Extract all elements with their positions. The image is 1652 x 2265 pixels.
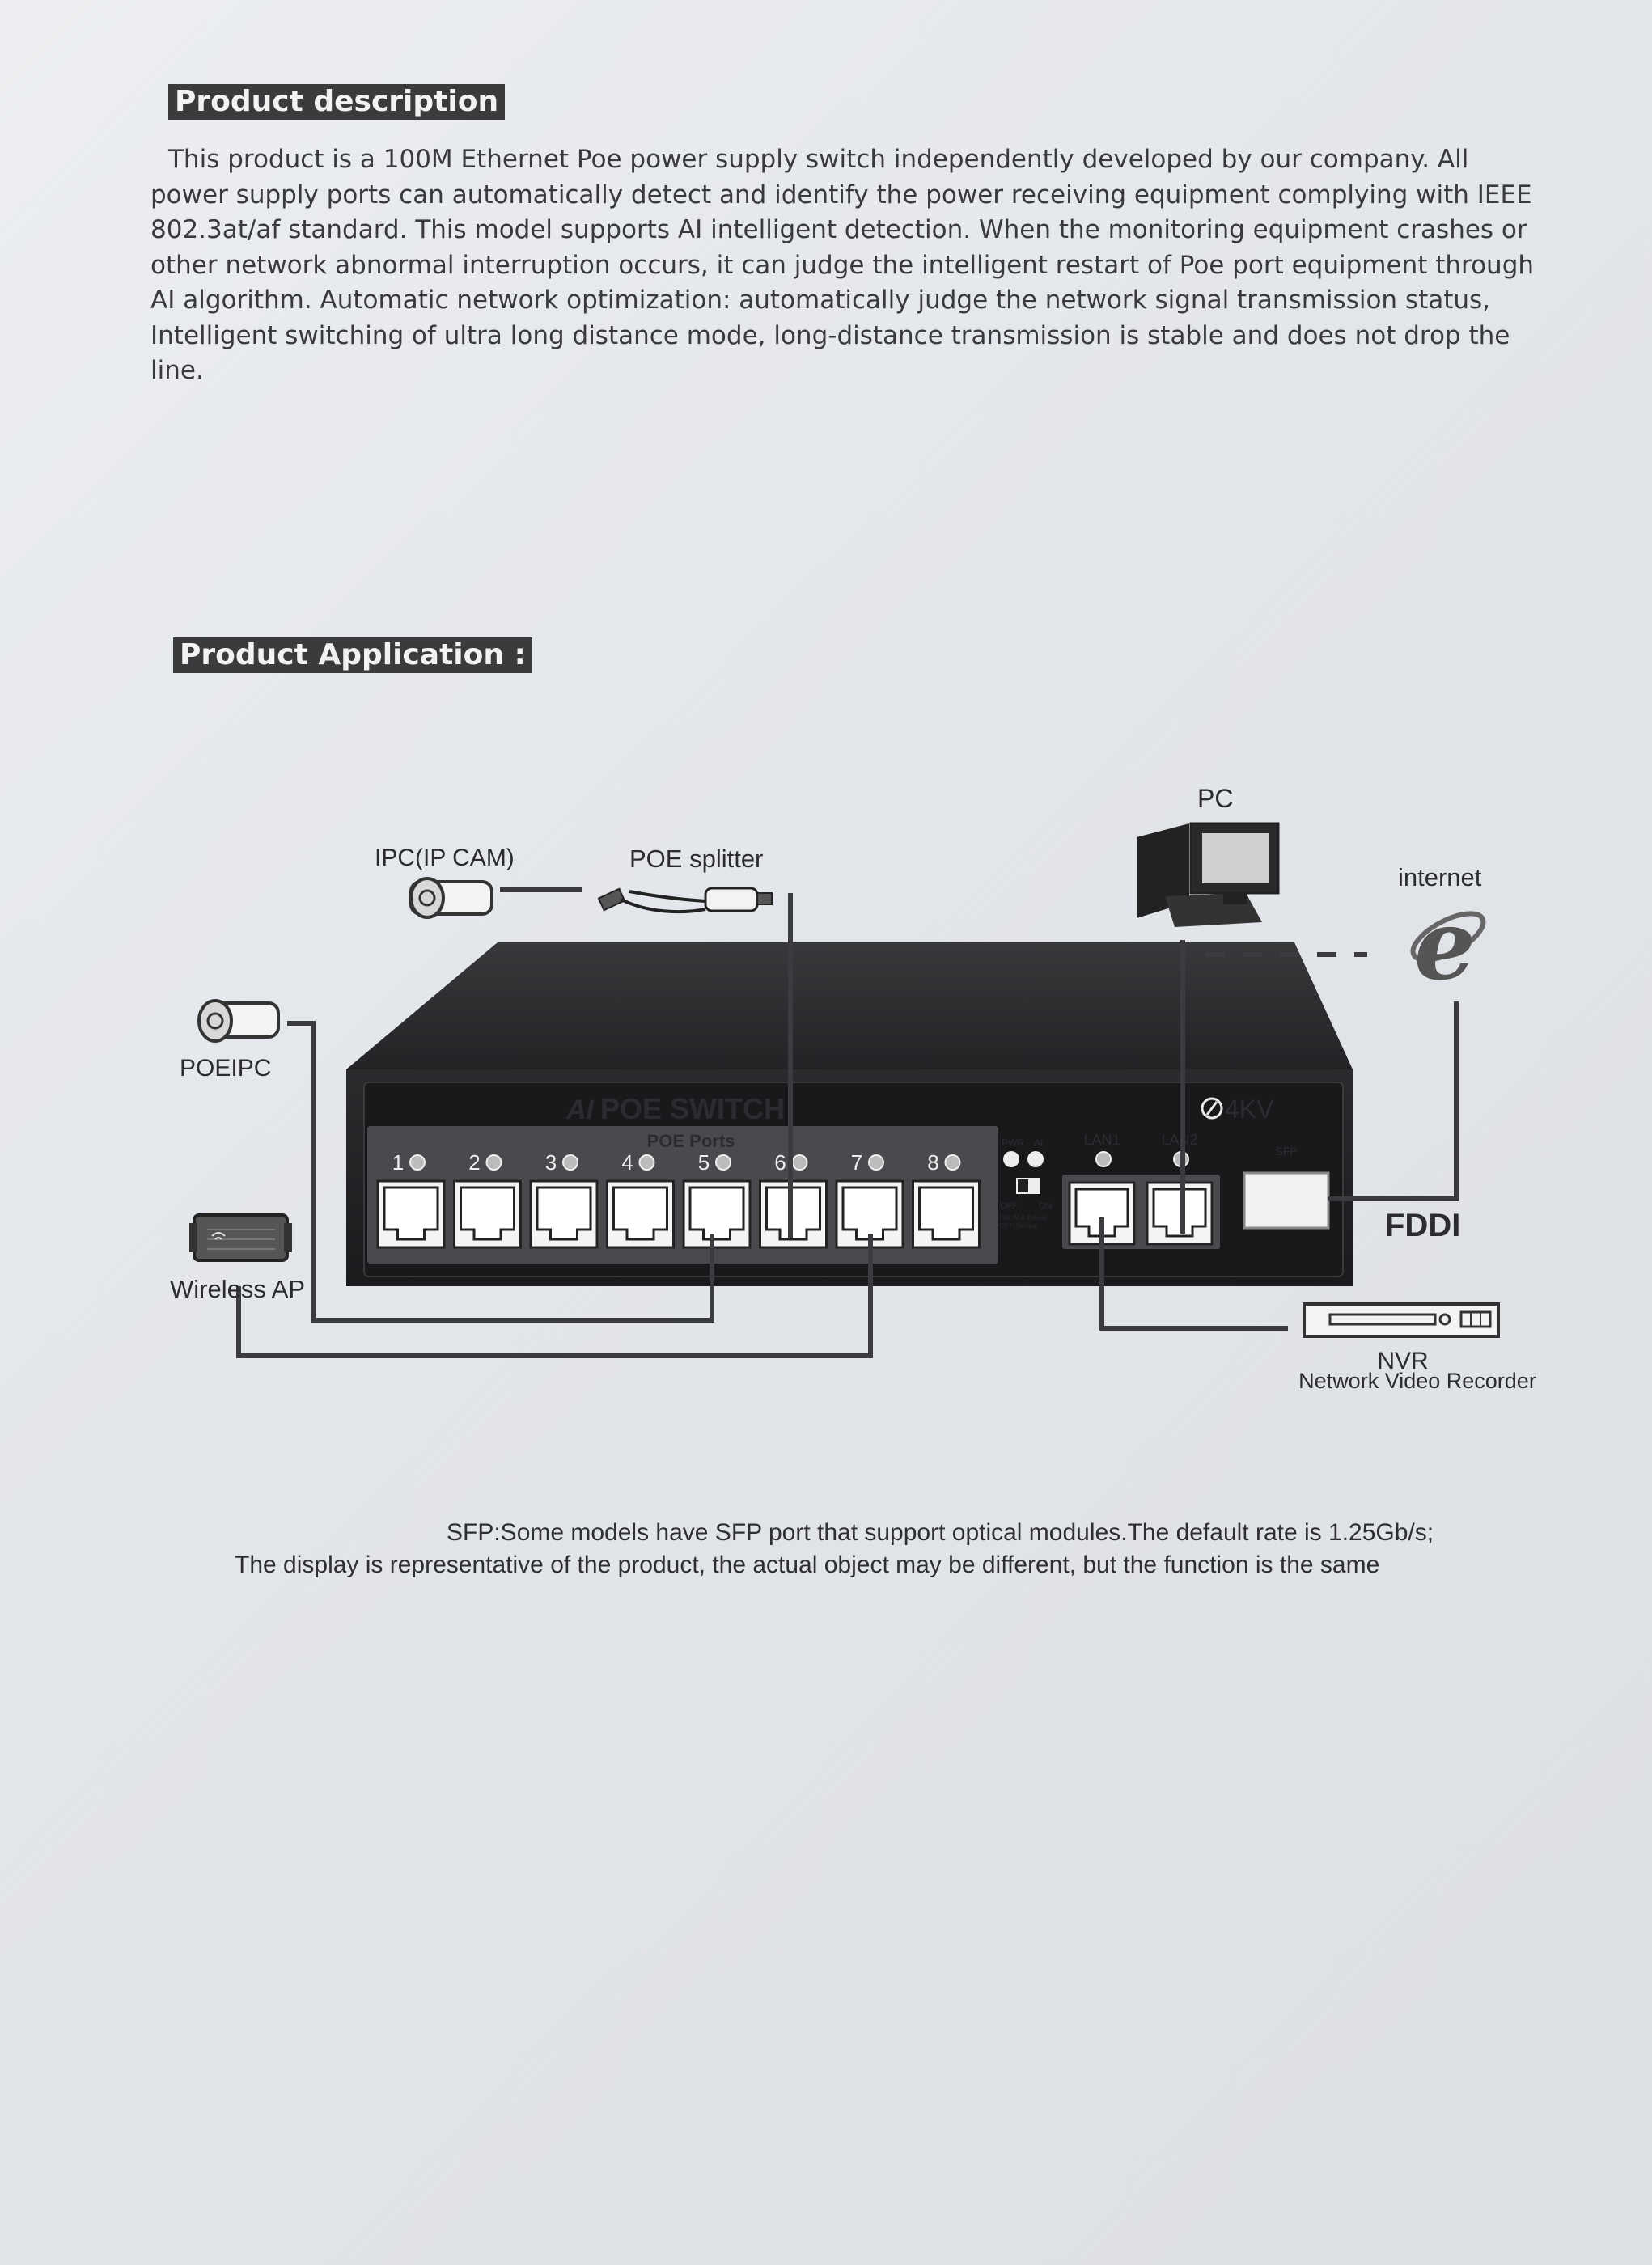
- poe-port-5: [682, 1179, 752, 1249]
- internet-label: internet: [1398, 863, 1482, 891]
- lan1-label: LAN1: [1083, 1132, 1120, 1148]
- port-number-7: 7: [851, 1150, 862, 1175]
- port-led-3: [562, 1154, 578, 1171]
- cable-ap-port7: [236, 1234, 873, 1358]
- sfp-port: [1243, 1171, 1330, 1230]
- port-led-1: [409, 1154, 426, 1171]
- poe-ports-label: POE Ports: [647, 1131, 735, 1151]
- port-led-5: [715, 1154, 731, 1171]
- wireless-ap-icon: [189, 1213, 292, 1262]
- switch-top-surface: [346, 942, 1353, 1069]
- poe-port-6: [759, 1179, 828, 1249]
- poe-switch: AI POE SWITCH 4KV POE Ports 1 2 3 4 5 6 7 8 PWR…: [346, 942, 1353, 1286]
- port-number-5: 5: [698, 1150, 710, 1175]
- cable-lan1-nvr: [1099, 1217, 1288, 1331]
- lan2-port: [1146, 1181, 1214, 1246]
- port-number-1: 1: [392, 1150, 404, 1175]
- poe-port-8: [912, 1179, 981, 1249]
- surge-bolt-icon: [1205, 1101, 1218, 1116]
- wireless-ap-label: Wireless AP: [170, 1275, 305, 1303]
- lan-ports: [1068, 1181, 1214, 1246]
- switch-brand-name: POE SWITCH: [600, 1092, 785, 1125]
- poe-splitter-icon: [597, 887, 773, 914]
- port-led-4: [638, 1154, 655, 1171]
- ipc-label: IPC(IP CAM): [375, 845, 515, 871]
- ai-label: AI: [1034, 1137, 1043, 1149]
- ai-led: [1027, 1151, 1044, 1167]
- cable-internet-sfp: [1328, 1001, 1459, 1201]
- poe-port-4: [606, 1179, 675, 1249]
- port-number-6: 6: [774, 1150, 786, 1175]
- product-description-heading: Product description: [168, 84, 506, 120]
- nvr-full-label: Network Video Recorder: [1298, 1369, 1536, 1393]
- port-number-row: 1 2 3 4 5 6 7 8: [392, 1150, 961, 1175]
- poeipc-camera-icon: [197, 999, 280, 1043]
- lan1-led: [1095, 1151, 1112, 1167]
- poe-port-1: [376, 1179, 446, 1249]
- port-number-8: 8: [927, 1150, 938, 1175]
- dip-mode-off-desc: OFF: Normal: [1000, 1222, 1037, 1230]
- product-application-heading: Product Application :: [173, 637, 532, 673]
- poe-port-7: [835, 1179, 904, 1249]
- pwr-label: PWR: [1002, 1137, 1024, 1149]
- sfp-label: SFP: [1275, 1145, 1297, 1158]
- disclaimer-note: The display is representative of the pro…: [235, 1552, 1380, 1578]
- port-led-6: [791, 1154, 808, 1171]
- surge-rating: 4KV: [1225, 1094, 1274, 1124]
- pc-icon: [1137, 822, 1280, 927]
- poe-port-2: [453, 1179, 522, 1249]
- lan1-port: [1068, 1181, 1136, 1246]
- port-number-3: 3: [545, 1150, 557, 1175]
- port-led-7: [868, 1154, 884, 1171]
- port-number-4: 4: [621, 1150, 633, 1175]
- dip-on-label: ON: [1039, 1201, 1053, 1211]
- lan2-label: LAN2: [1161, 1132, 1197, 1148]
- svg-text:e: e: [1414, 888, 1476, 1002]
- port-led-8: [944, 1154, 961, 1171]
- switch-brand-ai: AI: [565, 1094, 595, 1125]
- port-number-2: 2: [468, 1150, 480, 1175]
- dip-mode-on-desc: ON: AI & Extend: [1000, 1214, 1047, 1221]
- nvr-icon: [1303, 1302, 1500, 1338]
- dip-off-label: OFF: [1000, 1201, 1018, 1211]
- splitter-label: POE splitter: [629, 845, 763, 873]
- port-led-2: [485, 1154, 502, 1171]
- internet-explorer-icon: e: [1410, 888, 1486, 1002]
- pwr-led: [1003, 1151, 1019, 1167]
- surge-protection-icon: [1201, 1097, 1223, 1120]
- poe-port-3: [529, 1179, 599, 1249]
- fddi-label: FDDI: [1385, 1208, 1460, 1243]
- nvr-label: NVR: [1377, 1348, 1428, 1374]
- ip-camera-icon: [409, 877, 493, 919]
- product-description-text: This product is a 100M Ethernet Poe powe…: [150, 145, 1535, 385]
- cables: [236, 887, 1459, 1358]
- pc-label: PC: [1197, 784, 1233, 813]
- cable-poeipc-port5: [287, 1021, 714, 1323]
- poeipc-label: POEIPC: [180, 1055, 271, 1082]
- sfp-note: SFP:Some models have SFP port that suppo…: [447, 1519, 1434, 1546]
- poe-ports: [376, 1179, 981, 1249]
- dip-switch-lever: [1018, 1179, 1028, 1192]
